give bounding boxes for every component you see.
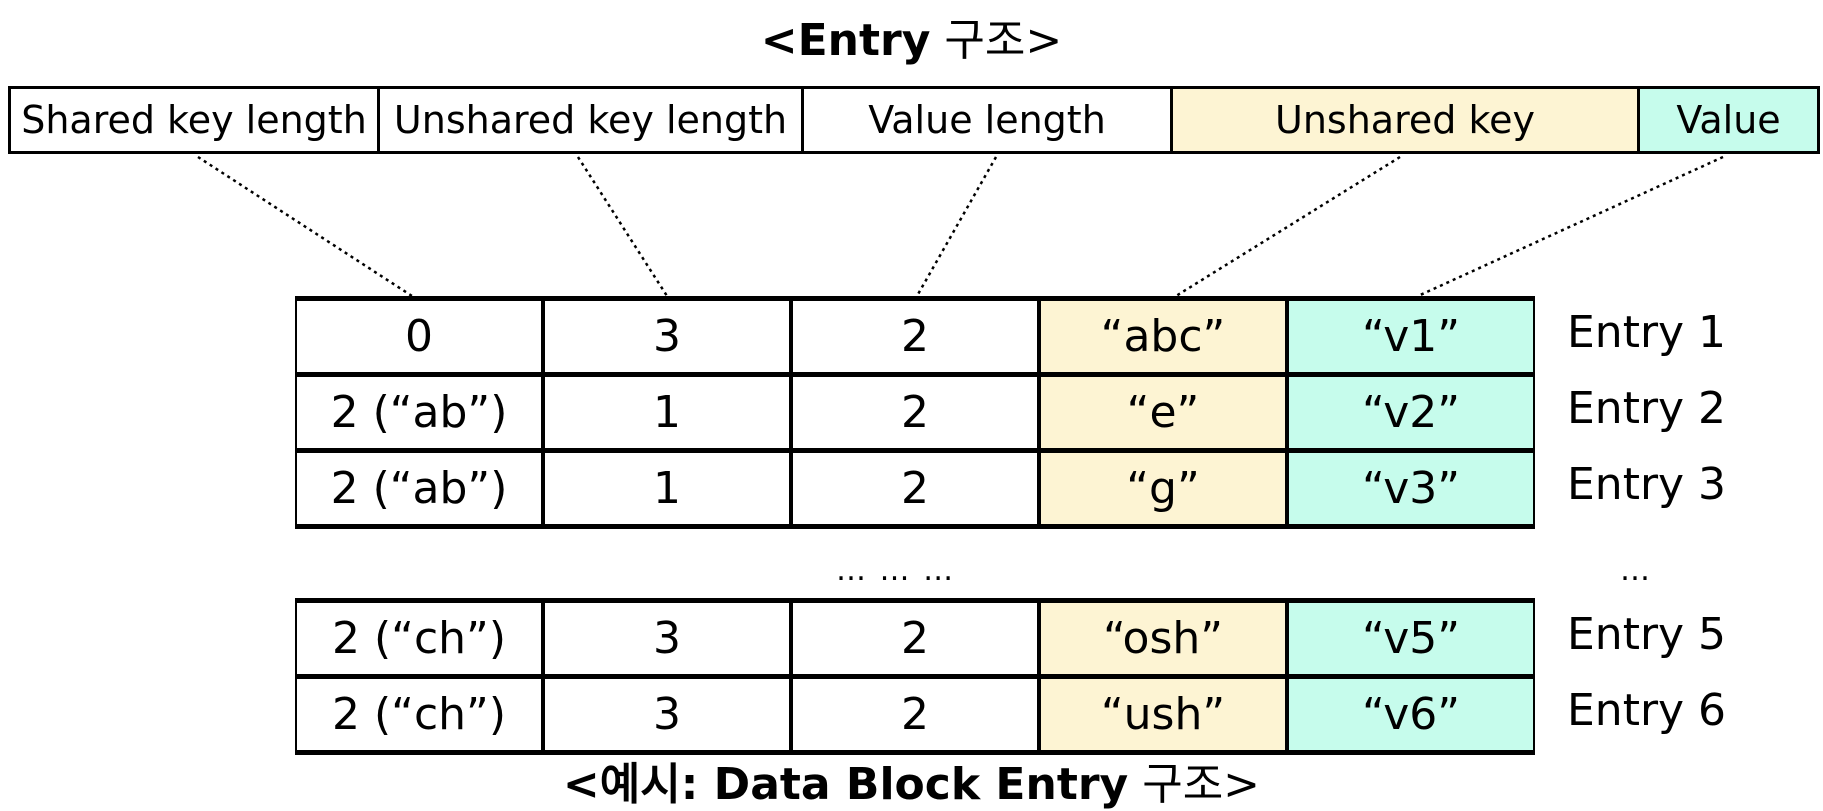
table-cell: 2 (“ab”) [295, 372, 543, 453]
data-block-entry-title: <예시: Data Block Entry 구조> [0, 760, 1823, 810]
title-bottom-rest: 구조> [1128, 759, 1261, 810]
table-cell: 2 [791, 598, 1039, 679]
table-cell: 2 [791, 674, 1039, 755]
header-cell-label: Shared key length [21, 98, 367, 142]
header-cell-label: Unshared key length [393, 98, 788, 142]
table-cell: 2 (“ch”) [295, 674, 543, 755]
header-cell-label: Value length [868, 98, 1106, 142]
header-value: Value [1637, 86, 1820, 154]
table-cell: 2 (“ab”) [295, 448, 543, 529]
header-cell-label: Value [1676, 98, 1781, 142]
connector-value-length [915, 156, 998, 297]
table-cell: “v2” [1287, 372, 1535, 453]
connector-unshared-key-length [576, 156, 669, 297]
table-cell: 1 [543, 448, 791, 529]
table-cell: 1 [543, 372, 791, 453]
table-cell: 0 [295, 296, 543, 377]
header-unshared-key-length: Unshared key length [377, 86, 804, 154]
title-bottom-open: <예시 [562, 759, 681, 810]
header-cell-label: Unshared key [1275, 98, 1535, 142]
label-ellipsis: … [1620, 553, 1652, 588]
table-cell: “v6” [1287, 674, 1535, 755]
table-cell: 3 [543, 598, 791, 679]
table-cell: 2 [791, 448, 1039, 529]
table-cell: 3 [543, 674, 791, 755]
table-ellipsis: … … … [836, 553, 956, 588]
table-cell: “g” [1039, 448, 1287, 529]
table-cell: “e” [1039, 372, 1287, 453]
entry-label: Entry 3 [1567, 459, 1727, 510]
table-cell: “v3” [1287, 448, 1535, 529]
entry-label: Entry 1 [1567, 307, 1727, 358]
table-cell: 2 [791, 372, 1039, 453]
table-cell: “ush” [1039, 674, 1287, 755]
connector-value [1417, 155, 1724, 298]
table-cell: “v5” [1287, 598, 1535, 679]
header-unshared-key: Unshared key [1170, 86, 1640, 154]
entry-label: Entry 6 [1567, 685, 1727, 736]
entry-label: Entry 5 [1567, 609, 1727, 660]
title-top-rest: 구조> [930, 15, 1063, 66]
connector-shared-key-length [197, 155, 413, 298]
connector-unshared-key [1175, 155, 1401, 298]
title-top-bold: Entry [797, 15, 931, 66]
title-bottom-bold: : Data Block Entry [680, 759, 1129, 810]
table-cell: 2 (“ch”) [295, 598, 543, 679]
table-cell: “abc” [1039, 296, 1287, 377]
table-cell: “osh” [1039, 598, 1287, 679]
table-cell: “v1” [1287, 296, 1535, 377]
table-cell: 3 [543, 296, 791, 377]
table-cell: 2 [791, 296, 1039, 377]
title-top-open: < [760, 15, 798, 66]
header-value-length: Value length [801, 86, 1173, 154]
entry-structure-title: <Entry 구조> [0, 16, 1823, 66]
entry-label: Entry 2 [1567, 383, 1727, 434]
